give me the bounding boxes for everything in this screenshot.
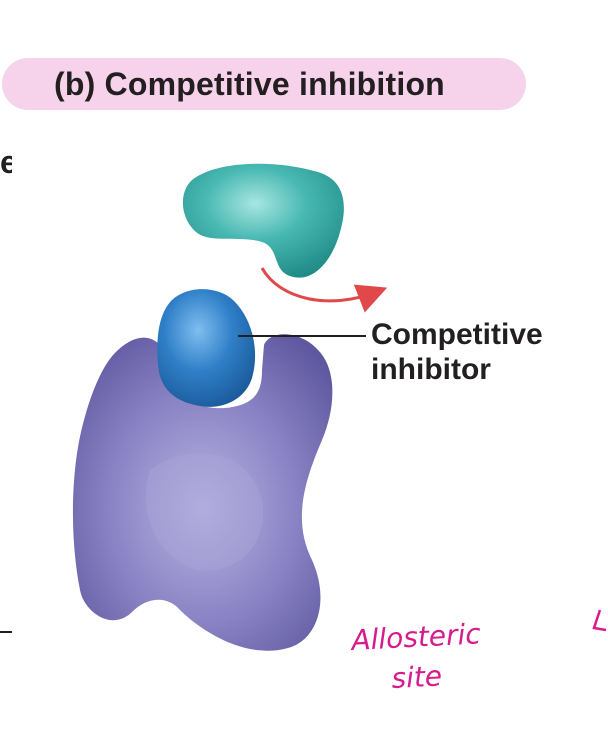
edge-mark-right — [592, 609, 607, 632]
enzyme-shape — [72, 334, 333, 651]
handwritten-line1: Allosteric — [349, 617, 482, 657]
page-title: (b) Competitive inhibition — [54, 65, 445, 102]
inhibitor-label: Competitive inhibitor — [371, 317, 543, 387]
title-banner: (b) Competitive inhibition — [2, 58, 526, 110]
inhibitor-label-line1: Competitive — [371, 318, 543, 351]
curved-arrow-icon — [260, 267, 388, 313]
competitive-inhibitor-shape — [157, 289, 256, 407]
enzyme-highlight — [146, 453, 264, 571]
cropped-text-fragment: e — [0, 146, 12, 178]
inhibitor-label-line2: inhibitor — [371, 353, 491, 386]
handwritten-line2: site — [391, 659, 443, 695]
substrate-shape — [182, 163, 344, 278]
